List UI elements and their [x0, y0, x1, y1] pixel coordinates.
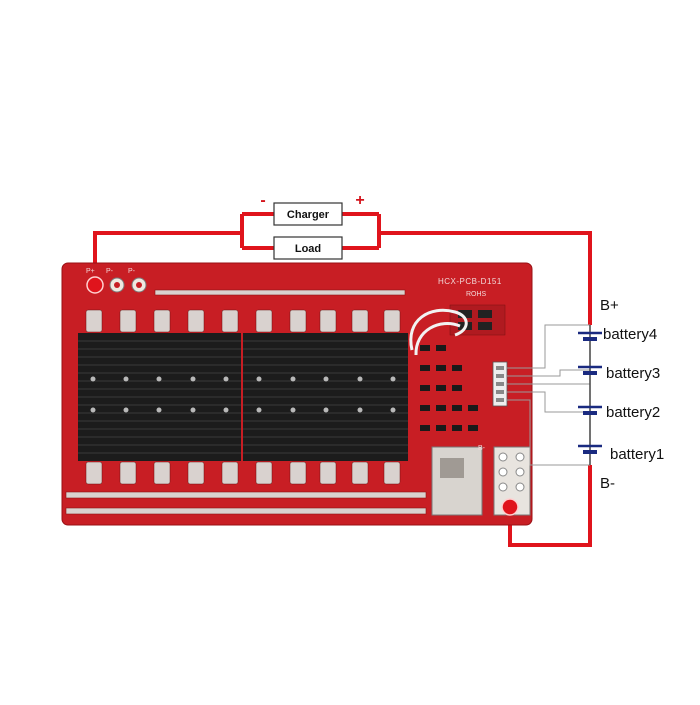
- balance-leads: [507, 324, 590, 466]
- model-silk: HCX-PCB-D151: [438, 277, 502, 286]
- rohs-silk: ROHS: [466, 291, 487, 298]
- b-minus-label: B-: [600, 475, 615, 492]
- wire-to-b-plus: [379, 231, 592, 325]
- p-minus2-pad: [131, 277, 147, 293]
- battery-stack: [578, 325, 602, 465]
- p-minus2-silk: P-: [128, 268, 136, 275]
- b-minus-terminal-block: B-: [431, 445, 531, 516]
- battery4-label: battery4: [603, 326, 657, 343]
- bottom-bus-bar-2: [65, 507, 427, 515]
- p-minus-silk: P-: [106, 268, 114, 275]
- top-bus-bar: [154, 289, 406, 296]
- minus-sign: -: [260, 192, 265, 209]
- charger-label: Charger: [287, 209, 330, 221]
- control-circuit: [409, 304, 506, 431]
- battery-cell-2-symbol: [578, 405, 602, 415]
- p-plus-pad: [86, 276, 104, 294]
- battery1-label: battery1: [610, 446, 664, 463]
- b-minus-pad: [501, 498, 519, 516]
- load-box: Load: [273, 236, 343, 260]
- bottom-bus-bar-1: [65, 491, 427, 499]
- charger-box: Charger: [273, 202, 343, 226]
- balance-connector: [492, 361, 508, 407]
- wire-b-minus-return: [508, 465, 592, 547]
- b-plus-label: B+: [600, 297, 619, 314]
- b-minus-pad-silk: B-: [478, 445, 486, 452]
- p-minus-pad: [109, 277, 125, 293]
- top-mosfet-row: [85, 309, 401, 333]
- battery2-label: battery2: [606, 404, 660, 421]
- battery-cell-4-symbol: [578, 331, 602, 341]
- plus-sign: +: [355, 192, 364, 209]
- battery3-label: battery3: [606, 365, 660, 382]
- wiring: [93, 212, 592, 547]
- battery-cell-3-symbol: [578, 365, 602, 375]
- load-label: Load: [295, 243, 321, 255]
- heatsink-right: [243, 333, 408, 461]
- battery-cell-1-symbol: [578, 444, 602, 454]
- p-plus-silk: P+: [86, 268, 95, 275]
- bottom-mosfet-row: [85, 461, 401, 485]
- pcb-board: P+ P- P- HCX-PCB-D151 ROHS: [61, 262, 533, 526]
- heatsink-left: [78, 333, 241, 461]
